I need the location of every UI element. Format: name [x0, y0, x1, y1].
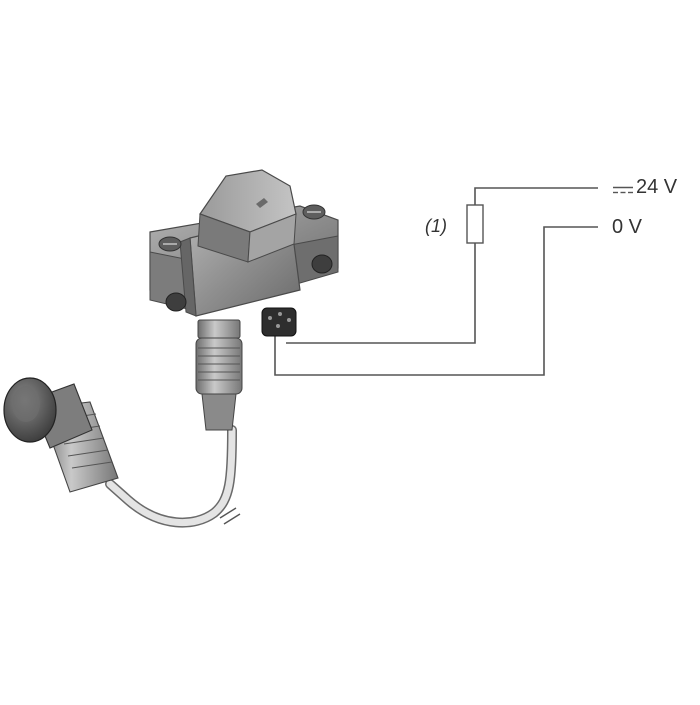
brand-logo-icon — [256, 198, 268, 208]
switch-housing — [149, 169, 339, 337]
fuse-label: (1) — [425, 216, 447, 236]
supply-24v-label: 24 V — [636, 176, 678, 198]
dc-current-symbol-icon — [613, 186, 633, 194]
mounting-hole-icon — [311, 254, 333, 274]
cable-connector — [195, 319, 243, 431]
mounting-screw-icon — [158, 204, 326, 252]
proximity-sensor — [3, 377, 119, 493]
fuse-icon — [466, 204, 484, 244]
wire-0v — [274, 226, 598, 376]
sensor-cable — [105, 425, 241, 528]
mounting-hole-icon — [165, 292, 187, 312]
supply-0v-label: 0 V — [612, 216, 643, 238]
wire-24v — [286, 187, 598, 344]
output-connector-icon — [261, 307, 297, 337]
